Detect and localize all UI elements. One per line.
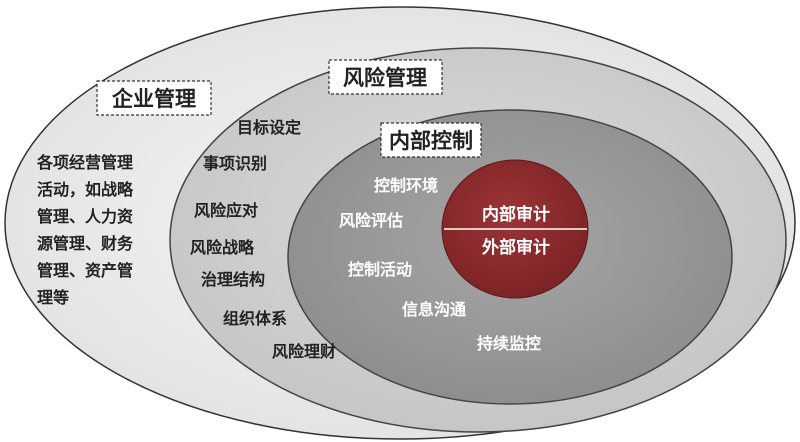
enterprise-desc-line: 各项经营管理 xyxy=(36,153,133,172)
risk-item: 事项识别 xyxy=(203,154,267,173)
risk-item: 风险应对 xyxy=(194,201,258,220)
enterprise-desc-line: 管理、资产管 xyxy=(37,261,133,280)
control-item: 风险评估 xyxy=(339,211,403,230)
risk-items: 目标设定 事项识别 风险应对 风险战略 治理结构 组织体系 风险理财 xyxy=(190,118,336,361)
enterprise-description: 各项经营管理 活动，如战略 管理、人力资 源管理、财务 管理、资产管 理等 xyxy=(36,153,134,307)
enterprise-title: 企业管理 xyxy=(111,87,196,111)
control-item: 持续监控 xyxy=(477,334,541,353)
control-item: 控制环境 xyxy=(374,176,438,195)
risk-item: 风险战略 xyxy=(190,238,255,257)
enterprise-desc-line: 管理、人力资 xyxy=(37,207,133,226)
control-item: 信息沟通 xyxy=(402,300,466,319)
risk-item: 目标设定 xyxy=(237,118,301,137)
internal-control-title-box xyxy=(380,122,482,158)
risk-item: 组织体系 xyxy=(223,309,287,328)
enterprise-desc-line: 理等 xyxy=(37,288,69,307)
enterprise-desc-line: 活动，如战略 xyxy=(37,180,134,199)
risk-title: 风险管理 xyxy=(343,66,427,90)
risk-item: 风险理财 xyxy=(272,342,336,361)
internal-control-items: 控制环境 风险评估 控制活动 信息沟通 持续监控 xyxy=(339,176,541,353)
enterprise-title-box xyxy=(96,80,212,116)
risk-title-box xyxy=(328,59,443,95)
internal-audit-label: 内部审计 xyxy=(482,204,550,225)
internal-control-title: 内部控制 xyxy=(389,129,473,153)
enterprise-desc-line: 源管理、财务 xyxy=(37,234,134,253)
control-item: 控制活动 xyxy=(348,260,412,279)
external-audit-label: 外部审计 xyxy=(482,237,550,258)
risk-item: 治理结构 xyxy=(201,270,265,289)
